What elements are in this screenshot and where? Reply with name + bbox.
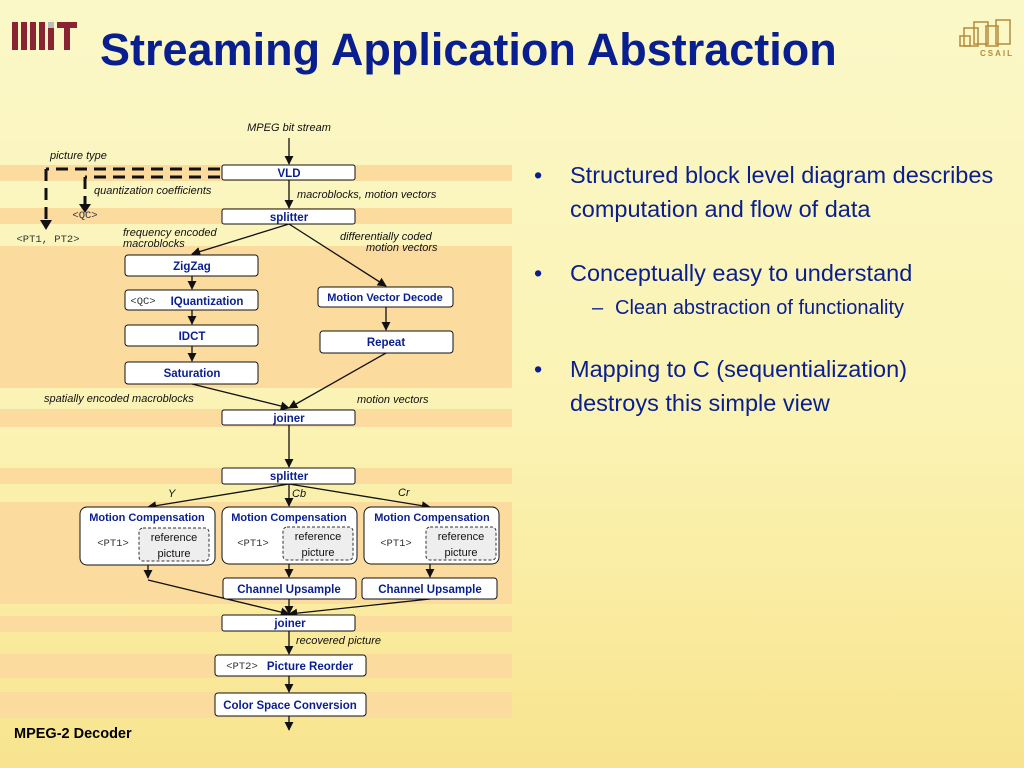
vld-label: VLD (278, 168, 301, 180)
splitter-label-1: splitter (270, 212, 309, 224)
motion-vectors-label: motion vectors (357, 394, 429, 406)
vld-block (221, 164, 356, 181)
diff-label-2: motion vectors (366, 242, 438, 254)
ref-text-cb-2: picture (301, 547, 334, 559)
ref-text-cb-1: reference (295, 531, 341, 543)
picture-reorder-label: Picture Reorder (267, 661, 354, 673)
joiner-label-1: joiner (272, 413, 305, 425)
zigzag-block (124, 254, 259, 277)
splitter-label-2: splitter (270, 471, 309, 483)
dashed-control-lines (44, 167, 220, 222)
color-space-conversion-label: Color Space Conversion (223, 700, 357, 712)
joiner-block-1 (221, 409, 356, 426)
saturation-block (124, 361, 259, 385)
channel-upsample-block-2 (361, 577, 498, 600)
motion-compensation-label-cr: Motion Compensation (374, 512, 490, 524)
recovered-picture-label: recovered picture (296, 635, 381, 647)
picture-type-label: picture type (49, 150, 107, 162)
splitter-block-2 (221, 467, 356, 485)
freq-label-1: frequency encoded (123, 227, 217, 239)
iquantization-block (124, 289, 259, 311)
diff-label-1: differentially coded (340, 231, 433, 243)
footer-caption: MPEG-2 Decoder (14, 726, 132, 742)
sub-bullet-2-1: Clean abstraction of functionality (570, 294, 1000, 322)
cr-channel-label: Cr (398, 487, 411, 499)
mit-logo (12, 22, 77, 50)
reference-picture-box-cb (282, 526, 354, 561)
bullet-2-text: Conceptually easy to understand (570, 260, 913, 286)
channel-upsample-label-2: Channel Upsample (378, 584, 482, 596)
ref-text-y-1: reference (151, 532, 197, 544)
freq-label-2: macroblocks (123, 238, 185, 250)
ref-text-cr-1: reference (438, 531, 484, 543)
motion-compensation-label-cb: Motion Compensation (231, 512, 347, 524)
iquantization-param: <QC> (130, 296, 155, 308)
saturation-label: Saturation (164, 368, 221, 380)
spatial-label: spatially encoded macroblocks (44, 393, 194, 405)
repeat-label: Repeat (367, 337, 406, 349)
pt-tag: <PT1, PT2> (16, 234, 79, 246)
csail-wordmark: CSAIL (980, 49, 1014, 58)
flow-arrows (143, 138, 435, 731)
mc-param-cb: <PT1> (237, 538, 269, 550)
color-space-conversion-block (214, 692, 367, 717)
quant-coeff-label: quantization coefficients (94, 185, 212, 197)
picture-reorder-block (214, 654, 367, 677)
idct-block (124, 324, 259, 347)
bullet-3: Mapping to C (sequentialization) destroy… (530, 352, 1000, 420)
reference-picture-box-cr (425, 526, 497, 561)
bullet-2: Conceptually easy to understand Clean ab… (530, 256, 1000, 322)
idct-label: IDCT (179, 331, 206, 343)
mc-param-y: <PT1> (97, 538, 129, 550)
joiner-label-2: joiner (273, 618, 306, 630)
bitstream-label: MPEG bit stream (247, 122, 331, 134)
page-title: Streaming Application Abstraction (100, 24, 837, 75)
bullet-3-text: Mapping to C (sequentialization) destroy… (570, 356, 908, 416)
iquantization-label: IQuantization (171, 296, 244, 308)
reference-picture-box-y (138, 527, 210, 562)
ref-text-cr-2: picture (444, 547, 477, 559)
mc-param-cr: <PT1> (380, 538, 412, 550)
repeat-block (319, 330, 454, 354)
bullet-1: Structured block level diagram describes… (530, 158, 1000, 226)
joiner-block-2 (221, 614, 356, 632)
splitter-block-1 (221, 208, 356, 225)
motion-vector-decode-block (317, 286, 454, 308)
csail-logo (959, 19, 1011, 47)
motion-compensation-label-y: Motion Compensation (89, 512, 205, 524)
motion-vector-decode-label: Motion Vector Decode (327, 292, 443, 304)
mb-mv-label: macroblocks, motion vectors (297, 189, 437, 201)
cb-channel-label: Cb (292, 488, 306, 500)
bullet-1-text: Structured block level diagram describes… (570, 162, 994, 222)
picture-reorder-param: <PT2> (226, 661, 258, 673)
zigzag-label: ZigZag (173, 261, 211, 273)
y-channel-label: Y (168, 488, 176, 500)
ref-text-y-2: picture (157, 548, 190, 560)
bullet-list: Structured block level diagram describes… (530, 158, 1000, 450)
qc-tag: <QC> (72, 210, 97, 222)
channel-upsample-block-1 (222, 577, 357, 600)
channel-upsample-label-1: Channel Upsample (237, 584, 341, 596)
